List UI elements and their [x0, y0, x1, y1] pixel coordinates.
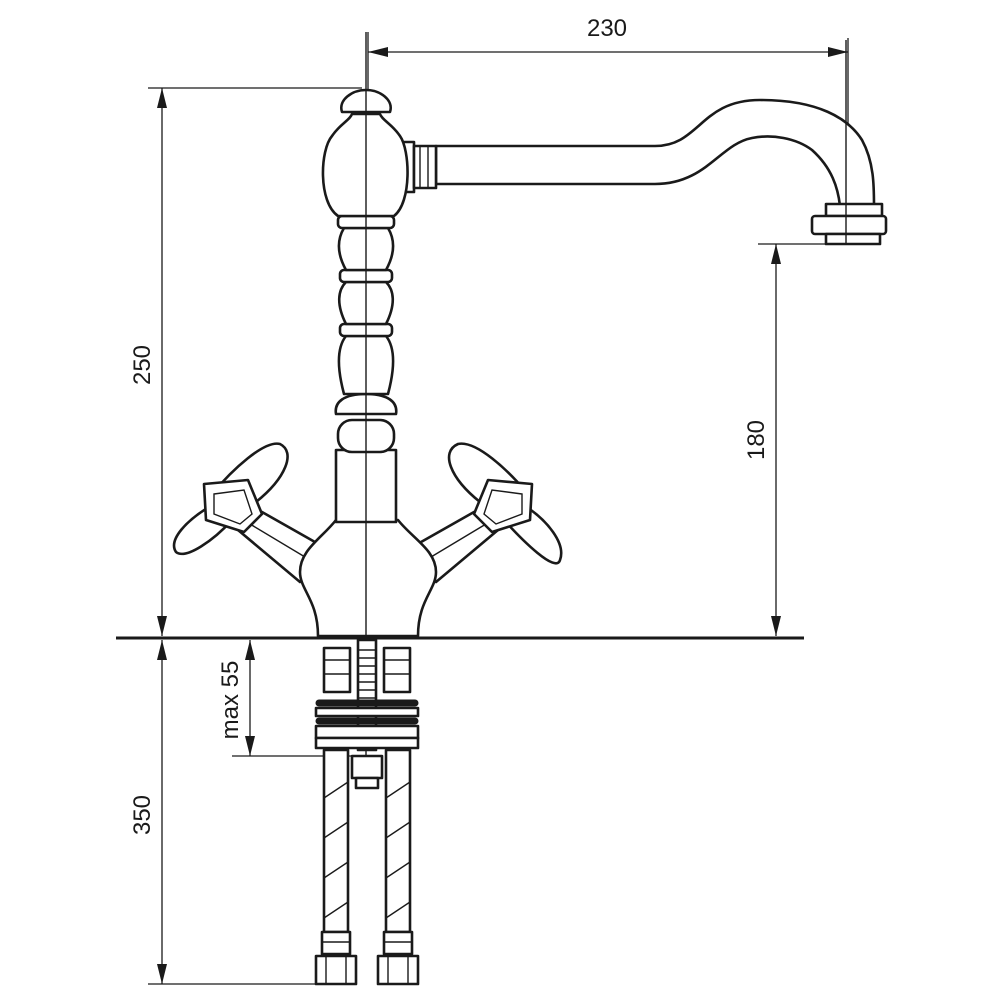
faucet-column: [321, 88, 409, 524]
dimension-180: 180: [743, 243, 826, 636]
mounting-assembly: [314, 638, 420, 790]
dimension-350: 350: [129, 640, 322, 985]
left-hose: [314, 748, 358, 986]
left-handle: [172, 442, 324, 584]
faucet-base: [298, 518, 438, 638]
dimension-label-250: 250: [129, 345, 156, 385]
dimension-250: 250: [129, 87, 362, 636]
dimension-label-350: 350: [129, 795, 156, 835]
dimension-label-max-55: max 55: [217, 661, 244, 740]
right-hose: [376, 748, 420, 986]
dimension-230: 230: [367, 15, 849, 210]
dimension-max-55: max 55: [217, 640, 360, 757]
dimension-label-180: 180: [743, 420, 770, 460]
dimension-label-230: 230: [587, 15, 627, 42]
spout: [394, 40, 888, 246]
right-handle: [412, 442, 563, 584]
